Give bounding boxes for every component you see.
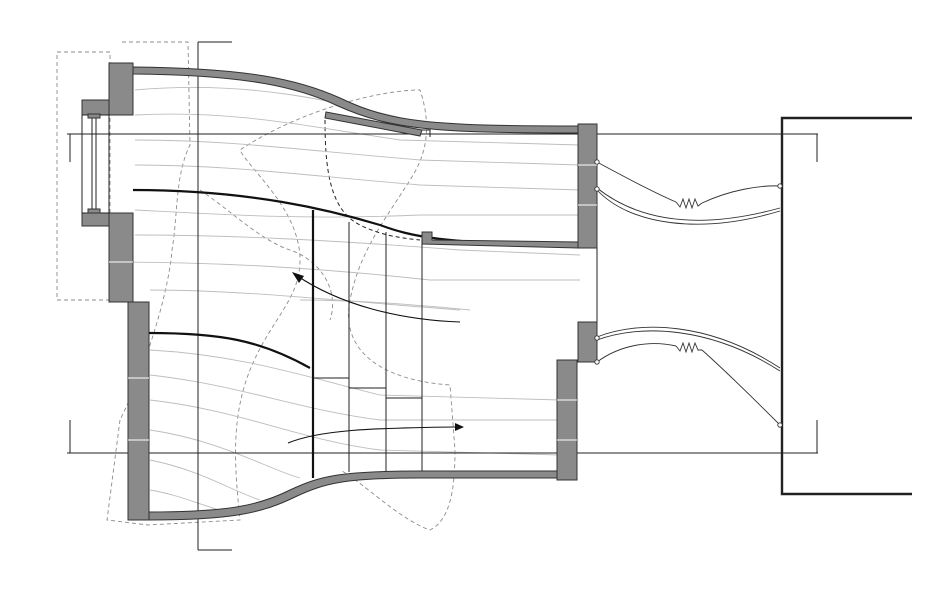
cable-upper-a — [596, 161, 677, 203]
lower-duct-wall-curved — [148, 470, 558, 521]
dashed-outline-upper-lobe — [119, 41, 191, 421]
reference-lines — [67, 41, 818, 551]
cable-anchor — [777, 422, 783, 428]
lower-duct-wall — [148, 331, 578, 521]
cable-lower-c — [596, 343, 677, 363]
flow-arrow-right — [287, 426, 456, 444]
cable-lower-d — [701, 349, 781, 426]
flow-line — [134, 113, 581, 146]
flow-line — [149, 374, 560, 421]
right-frame-bracket — [780, 116, 912, 496]
upper-baffle-notch — [422, 129, 431, 137]
flow-line — [134, 234, 581, 256]
flow-line — [149, 349, 561, 401]
cable-anchor — [777, 183, 783, 189]
left-wall-lower — [127, 301, 150, 521]
spring-lower — [675, 341, 702, 354]
arrow-head-right — [455, 423, 464, 431]
flow-line — [134, 139, 581, 166]
upper-baffle — [324, 111, 423, 137]
dashed-outline-big-curve — [106, 89, 456, 531]
flow-line — [109, 261, 580, 281]
dashed-outline-mid-curve — [199, 189, 334, 321]
flow-line — [149, 399, 561, 456]
cable-anchor — [594, 359, 600, 365]
flow-arrow-left — [295, 274, 461, 323]
cable-anchor — [594, 186, 600, 192]
flow-line — [134, 164, 581, 191]
flow-arrows — [287, 272, 464, 444]
cable-anchor — [594, 159, 600, 165]
flow-line — [299, 299, 471, 311]
inner-duct-boundary — [132, 188, 579, 247]
right-walls — [577, 123, 598, 363]
flow-line — [149, 489, 221, 511]
cable-anchor — [594, 335, 600, 341]
lower-guide-curve — [148, 331, 311, 369]
stair-section — [311, 210, 423, 478]
left-wall-middle — [81, 212, 134, 303]
left-opening-clip-bottom — [87, 208, 101, 214]
right-frame — [594, 116, 912, 496]
cable-upper-d — [596, 187, 781, 221]
cable-upper-c — [596, 189, 781, 225]
flow-line — [149, 289, 461, 311]
right-upper-wall — [577, 123, 598, 249]
spring-upper — [675, 197, 703, 210]
flow-line — [149, 459, 261, 501]
right-middle-wall — [577, 321, 598, 363]
cable-lower-b — [596, 330, 781, 372]
left-walls — [81, 62, 150, 521]
inner-duct-lip — [421, 231, 579, 249]
left-opening-clip-top — [87, 113, 101, 119]
upper-duct-wall — [132, 66, 579, 249]
dashed-outline-left-box — [56, 51, 111, 301]
cable-lower-a — [596, 326, 781, 369]
arrow-head-left — [292, 272, 304, 283]
flow-line — [149, 429, 301, 479]
cable-upper-b — [701, 185, 781, 204]
dashed-outline-inner-arc — [324, 119, 421, 241]
right-lower-wall — [556, 359, 578, 481]
flow-lines — [109, 86, 581, 511]
left-wall-upper — [81, 62, 134, 116]
flow-line — [134, 209, 580, 218]
